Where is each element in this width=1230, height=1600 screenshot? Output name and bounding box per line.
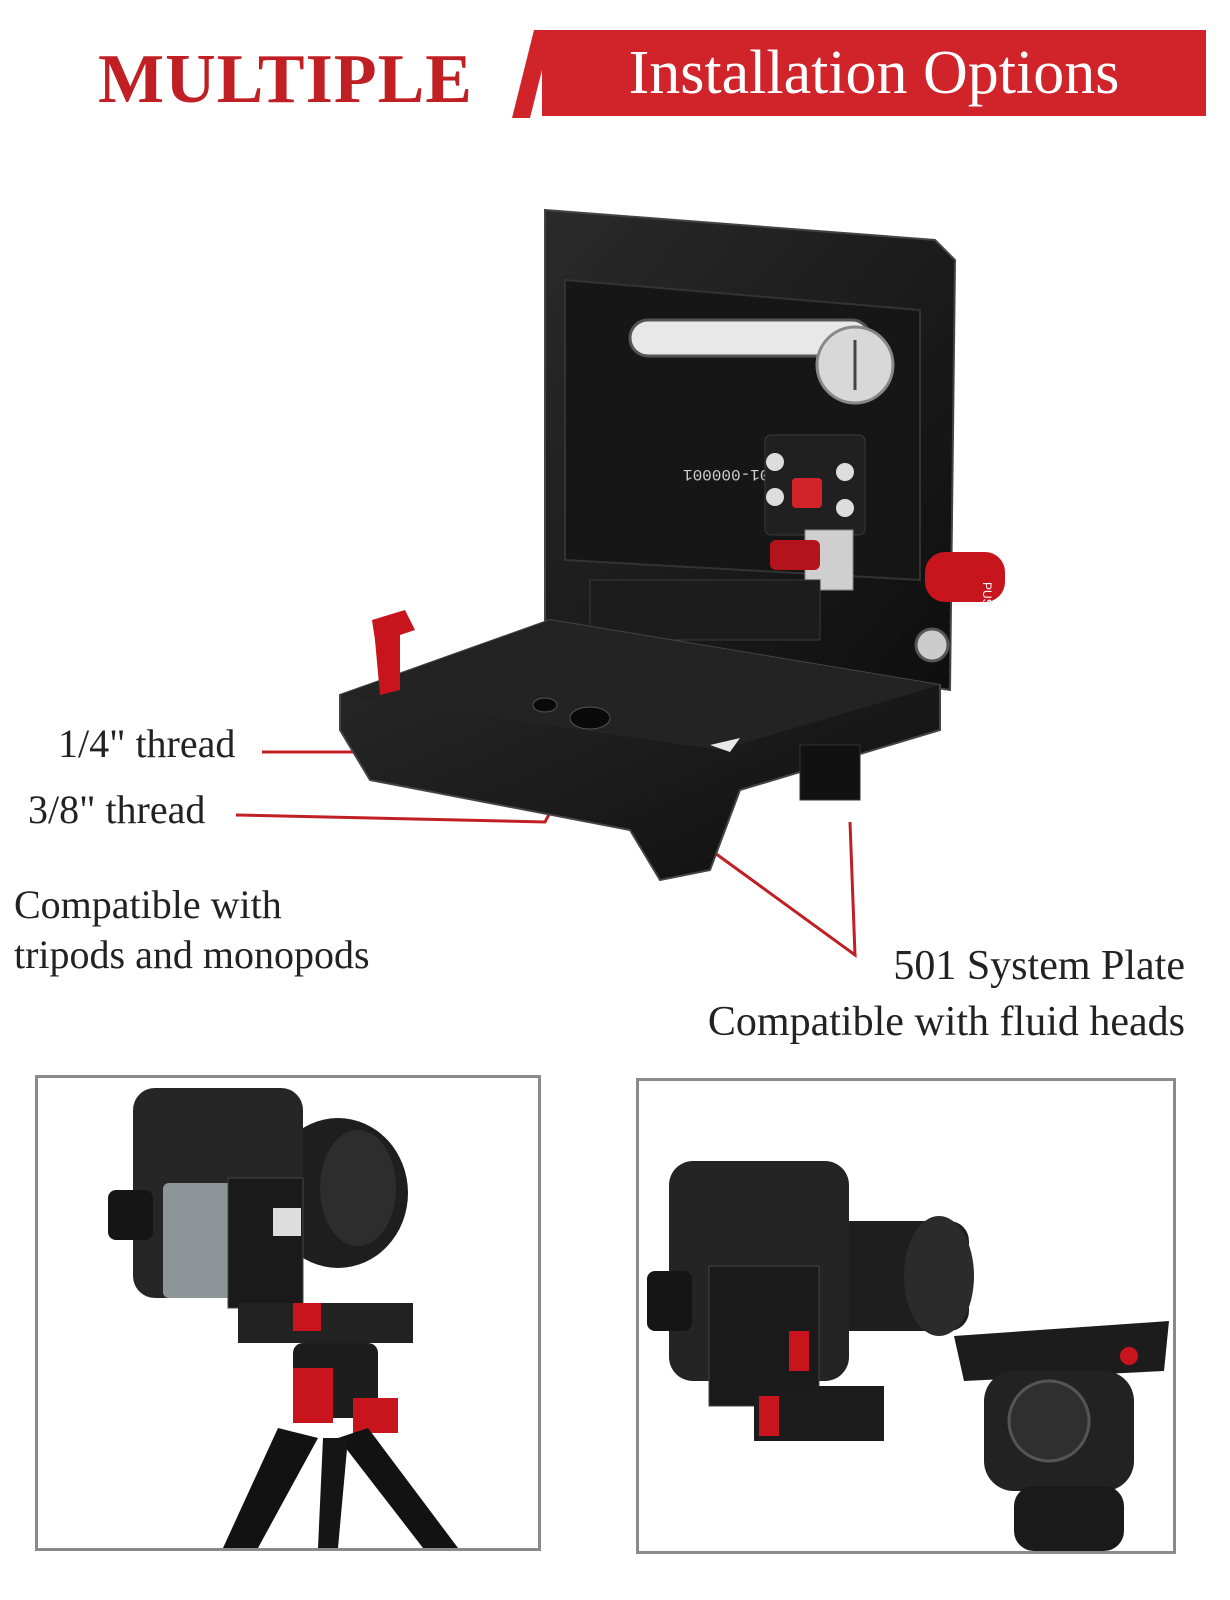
tripod-compatibility-text: Compatible with tripods and monopods [14, 880, 370, 980]
plate-compatibility-text: 501 System Plate Compatible with fluid h… [708, 938, 1185, 1050]
title-installation-options: Installation Options [542, 30, 1206, 116]
vertical-mount-plate-image: NO: HV01-000001 PUSH [339, 208, 1005, 882]
tripod-compat-line1: Compatible with [14, 882, 282, 927]
plate-compat-line2: Compatible with fluid heads [707, 999, 1185, 1045]
camera-on-tripod-illustration [108, 1088, 458, 1548]
fluid-head-photo [636, 1078, 1176, 1554]
quarter-thread-label: 1/4" thread [58, 721, 236, 766]
tripod-compat-line2: tripods and monopods [14, 932, 370, 977]
push-button-label: PUSH [980, 582, 994, 615]
plate-compat-line1: 501 System Plate [893, 943, 1185, 989]
three-eighth-thread-label: 3/8" thread [28, 787, 206, 832]
tripod-photo [35, 1075, 541, 1551]
camera-with-fluid-head-illustration [647, 1161, 1169, 1551]
title-multiple: MULTIPLE [98, 41, 473, 118]
